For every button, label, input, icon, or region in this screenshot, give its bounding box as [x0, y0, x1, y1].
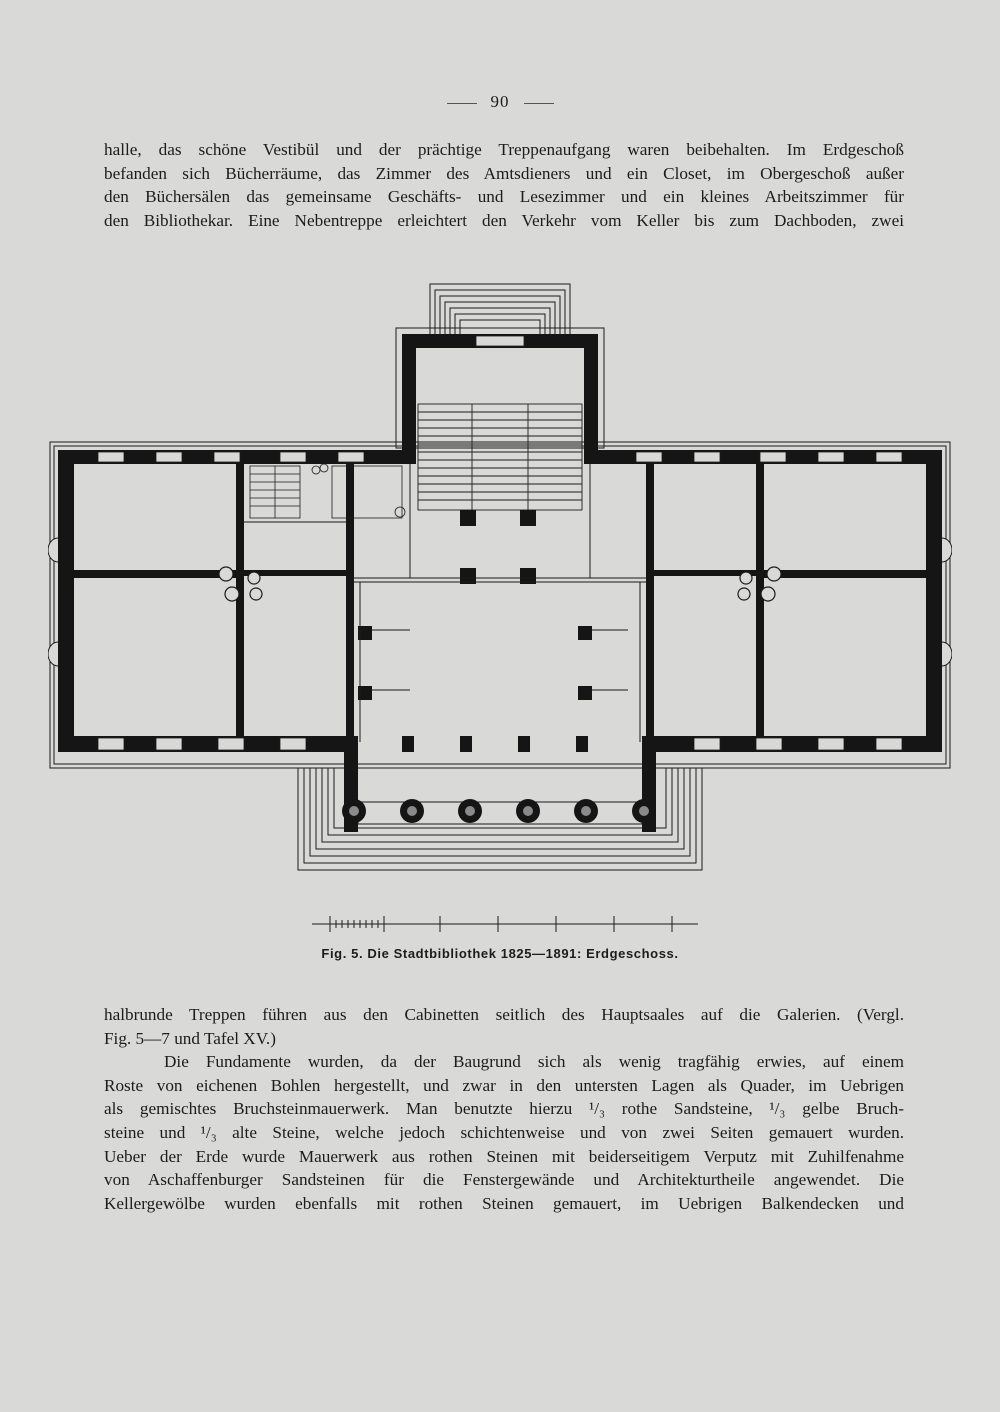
- top-paragraph: halle, das schöne Vestibül und der präch…: [104, 138, 904, 232]
- text-line: Kellergewölbe wurden ebenfalls mit rothe…: [104, 1193, 904, 1213]
- text-line: halbrunde Treppen führen aus den Cabinet…: [104, 1005, 904, 1024]
- text-line: steine und ¹/₃ alte Steine, welche jedoc…: [104, 1122, 904, 1142]
- text-line: befanden sich Bücherräume, das Zimmer de…: [104, 163, 904, 183]
- text-line: als gemischtes Bruchsteinmauerwerk. Man …: [104, 1099, 904, 1119]
- figure-caption: Fig. 5. Die Stadtbibliothek 1825—1891: E…: [321, 946, 679, 961]
- page-number: 90: [0, 92, 1000, 112]
- bottom-paragraph: halbrunde Treppen führen aus den Cabinet…: [104, 1003, 904, 1215]
- text-line: Roste von eichenen Bohlen hergestellt, u…: [104, 1075, 904, 1095]
- floor-plan: [48, 283, 952, 871]
- text-line: Fig. 5—7 und Tafel XV.): [104, 1028, 276, 1048]
- text-line: Ueber der Erde wurde Mauerwerk aus rothe…: [104, 1146, 904, 1166]
- page-number-dash-left: [446, 102, 477, 104]
- text-line: halle, das schöne Vestibül und der präch…: [104, 140, 904, 159]
- text-line: den Büchersälen das gemeinsame Geschäfts…: [104, 187, 904, 207]
- page-number-text: 90: [490, 92, 510, 111]
- text-line: den Bibliothekar. Eine Nebentreppe erlei…: [104, 210, 904, 230]
- scale-bar: [312, 916, 698, 932]
- page-number-dash-right: [523, 102, 554, 104]
- text-line: Die Fundamente wurden, da der Baugrund s…: [164, 1052, 904, 1072]
- text-line: von Aschaffenburger Sandsteinen für die …: [104, 1170, 904, 1190]
